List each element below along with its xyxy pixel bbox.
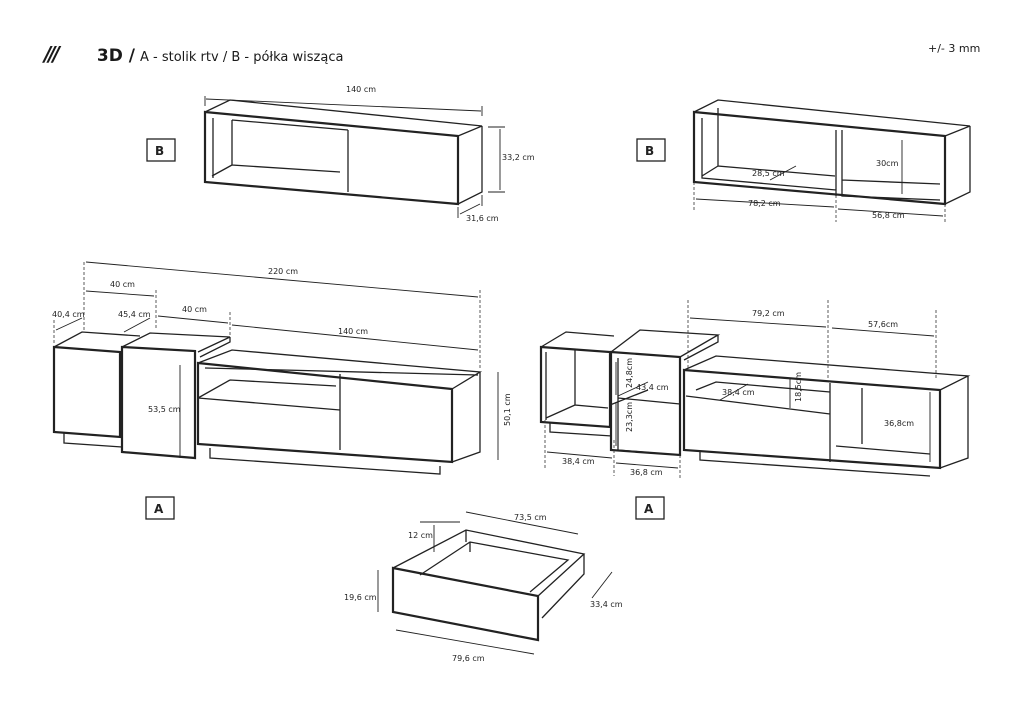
dim-depth: 31,6 cm <box>466 214 499 223</box>
page-header: /// 3D / A - stolik rtv / B - półka wisz… <box>44 42 343 66</box>
svg-text:A: A <box>154 502 164 516</box>
dim-height: 33,2 cm <box>502 153 535 162</box>
dim-left-width: 38,4 cm <box>562 457 595 466</box>
svg-text:B: B <box>155 144 164 158</box>
dim-module2-depth: 45,4 cm <box>118 310 151 319</box>
dim-total-width: 220 cm <box>268 267 298 276</box>
shelf-b-open-view: 28,5 cm 30cm 78,2 cm 56,8 cm B <box>636 99 971 224</box>
svg-text:A: A <box>644 502 654 516</box>
dim-module-width: 36,8 cm <box>630 468 663 477</box>
dim-depth: 33,4 cm <box>590 600 623 609</box>
dim-module2-width: 40 cm <box>182 305 207 314</box>
dim-right-width: 57,6cm <box>868 320 898 329</box>
tolerance-note: +/- 3 mm <box>928 42 981 55</box>
dim-inner-depth: 28,5 cm <box>752 169 785 178</box>
page-subtitle: A - stolik rtv / B - półka wisząca <box>140 50 344 65</box>
drawer-view: 12 cm 73,5 cm 19,6 cm 33,4 cm 79,6 cm <box>344 511 623 663</box>
view-tag-b: B <box>146 138 176 162</box>
dim-shelf-depth: 43,4 cm <box>636 383 669 392</box>
dim-main-width: 140 cm <box>338 327 368 336</box>
svg-text:B: B <box>645 144 654 158</box>
dim-main-height: 50,1 cm <box>503 393 512 426</box>
dim-side-height: 12 cm <box>408 531 433 540</box>
dim-drawer-depth: 38,4 cm <box>722 388 755 397</box>
dim-front-height: 19,6 cm <box>344 593 377 602</box>
dim-lower-height: 23,3cm <box>625 402 634 432</box>
tv-stand-a-closed-view: 220 cm 40 cm 40,4 cm 45,4 cm 40 cm 140 c… <box>52 261 512 520</box>
tv-stand-a-open-view: 79,2 cm 57,6cm 24,8cm 43,4 cm 38,4 cm 18… <box>539 300 971 520</box>
page-title: 3D / <box>96 46 135 66</box>
dim-drawer-height: 18,5cm <box>794 372 803 402</box>
logo-mark: /// <box>44 42 60 66</box>
dim-module1-width: 40 cm <box>110 280 135 289</box>
view-tag-b: B <box>636 138 666 162</box>
dim-center-width: 79,2 cm <box>752 309 785 318</box>
dim-right-width: 56,8 cm <box>872 211 905 220</box>
dim-module1-depth: 40,4 cm <box>52 310 85 319</box>
shelf-b-closed-view: 140 cm 33,2 cm 31,6 cm B <box>146 85 535 223</box>
dim-inner-height: 30cm <box>876 159 899 168</box>
view-tag-a: A <box>145 496 175 520</box>
dim-upper-height: 24,8cm <box>625 358 634 388</box>
dim-inner-width: 73,5 cm <box>514 513 547 522</box>
dim-width: 140 cm <box>346 85 376 94</box>
dim-right-height: 36,8cm <box>884 419 914 428</box>
view-tag-a: A <box>635 496 665 520</box>
dim-front-width: 79,6 cm <box>452 654 485 663</box>
dim-module2-height: 53,5 cm <box>148 405 181 414</box>
dim-left-width: 78,2 cm <box>748 199 781 208</box>
